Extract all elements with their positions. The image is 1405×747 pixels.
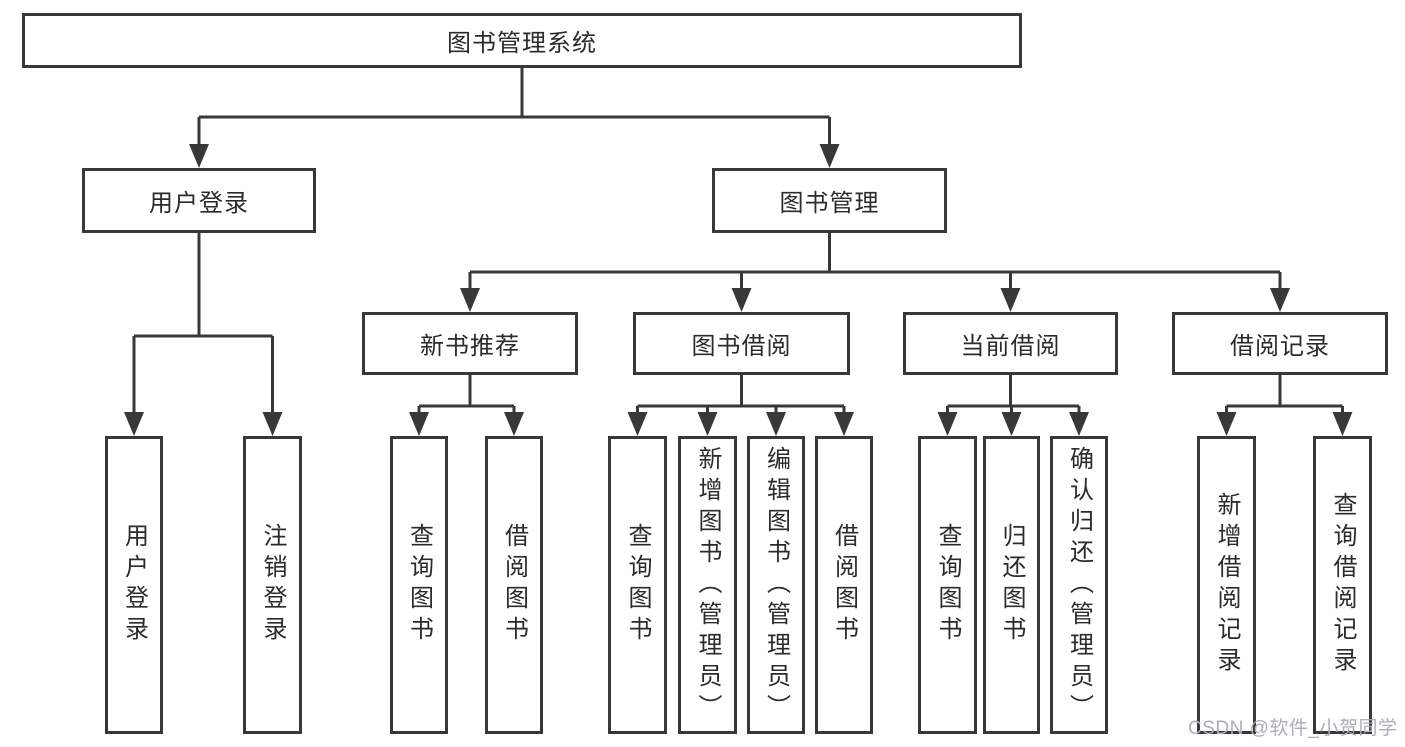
- arrowhead: [262, 412, 283, 436]
- arrowhead: [504, 412, 524, 436]
- leaf-current-confirm-return-label: 确认归还（管理员）: [1065, 445, 1093, 725]
- leaf-records-query-record: 查询借阅记录: [1313, 436, 1372, 734]
- leaf-borrow-edit-books: 编辑图书（管理员）: [747, 436, 805, 734]
- arrowhead: [1069, 412, 1089, 436]
- leaf-current-confirm-return: 确认归还（管理员）: [1050, 436, 1108, 734]
- node-borrow-records: 借阅记录: [1172, 312, 1388, 375]
- leaf-current-query-books: 查询图书: [918, 436, 977, 734]
- leaf-logout-label: 注销登录: [259, 523, 286, 647]
- leaf-borrow-query-books-label: 查询图书: [624, 523, 651, 647]
- arrowhead: [1270, 288, 1290, 312]
- node-new-book-recommend-label: 新书推荐: [420, 333, 520, 360]
- node-root-label: 图书管理系统: [447, 30, 597, 57]
- leaf-current-query-books-label: 查询图书: [934, 523, 961, 647]
- node-new-book-recommend: 新书推荐: [362, 312, 578, 375]
- arrowhead: [124, 412, 144, 436]
- leaf-borrow-query-books: 查询图书: [608, 436, 667, 734]
- leaf-current-return-books-label: 归还图书: [998, 523, 1025, 647]
- leaf-recommend-query-books: 查询图书: [390, 436, 448, 734]
- leaf-logout: 注销登录: [243, 436, 302, 734]
- node-borrow-records-label: 借阅记录: [1230, 333, 1330, 360]
- arrowhead: [627, 412, 648, 436]
- arrowhead: [697, 412, 718, 436]
- arrowhead: [766, 412, 786, 436]
- csdn-watermark: CSDN @软件_小贺同学: [1188, 718, 1398, 739]
- leaf-user-login-label: 用户登录: [120, 523, 148, 647]
- leaf-current-return-books: 归还图书: [983, 436, 1040, 734]
- leaf-user-login: 用户登录: [105, 436, 163, 734]
- arrowhead: [1001, 412, 1022, 436]
- leaf-borrow-borrow-books-label: 借阅图书: [830, 523, 858, 647]
- node-root: 图书管理系统: [22, 13, 1022, 68]
- leaf-borrow-edit-books-label: 编辑图书（管理员）: [762, 445, 790, 725]
- arrowhead: [834, 412, 854, 436]
- arrowhead: [1000, 288, 1021, 312]
- leaf-records-add-record: 新增借阅记录: [1197, 436, 1256, 734]
- leaf-borrow-add-books-label: 新增图书（管理员）: [694, 445, 721, 725]
- node-book-borrow: 图书借阅: [633, 312, 850, 375]
- leaf-records-add-record-label: 新增借阅记录: [1213, 492, 1240, 678]
- arrowhead: [819, 144, 840, 168]
- arrowhead: [937, 412, 958, 436]
- node-current-borrow-label: 当前借阅: [960, 333, 1061, 360]
- arrowhead: [1216, 412, 1237, 436]
- node-book-borrow-label: 图书借阅: [691, 333, 792, 360]
- leaf-recommend-borrow-books-label: 借阅图书: [500, 523, 528, 647]
- node-user-login-label: 用户登录: [149, 190, 249, 217]
- leaf-records-query-record-label: 查询借阅记录: [1329, 492, 1356, 678]
- leaf-recommend-query-books-label: 查询图书: [405, 523, 433, 647]
- arrowhead: [460, 288, 480, 312]
- arrowhead: [189, 144, 209, 168]
- arrowhead: [409, 412, 429, 436]
- node-current-borrow: 当前借阅: [903, 312, 1118, 375]
- arrowhead: [731, 288, 752, 312]
- node-user-login: 用户登录: [82, 168, 316, 233]
- connector-lines: [132, 68, 1344, 414]
- leaf-borrow-add-books: 新增图书（管理员）: [678, 436, 737, 734]
- leaf-recommend-borrow-books: 借阅图书: [485, 436, 543, 734]
- node-book-management-label: 图书管理: [779, 190, 880, 217]
- arrowhead: [1332, 412, 1353, 436]
- node-book-management: 图书管理: [712, 168, 947, 233]
- leaf-borrow-borrow-books: 借阅图书: [815, 436, 873, 734]
